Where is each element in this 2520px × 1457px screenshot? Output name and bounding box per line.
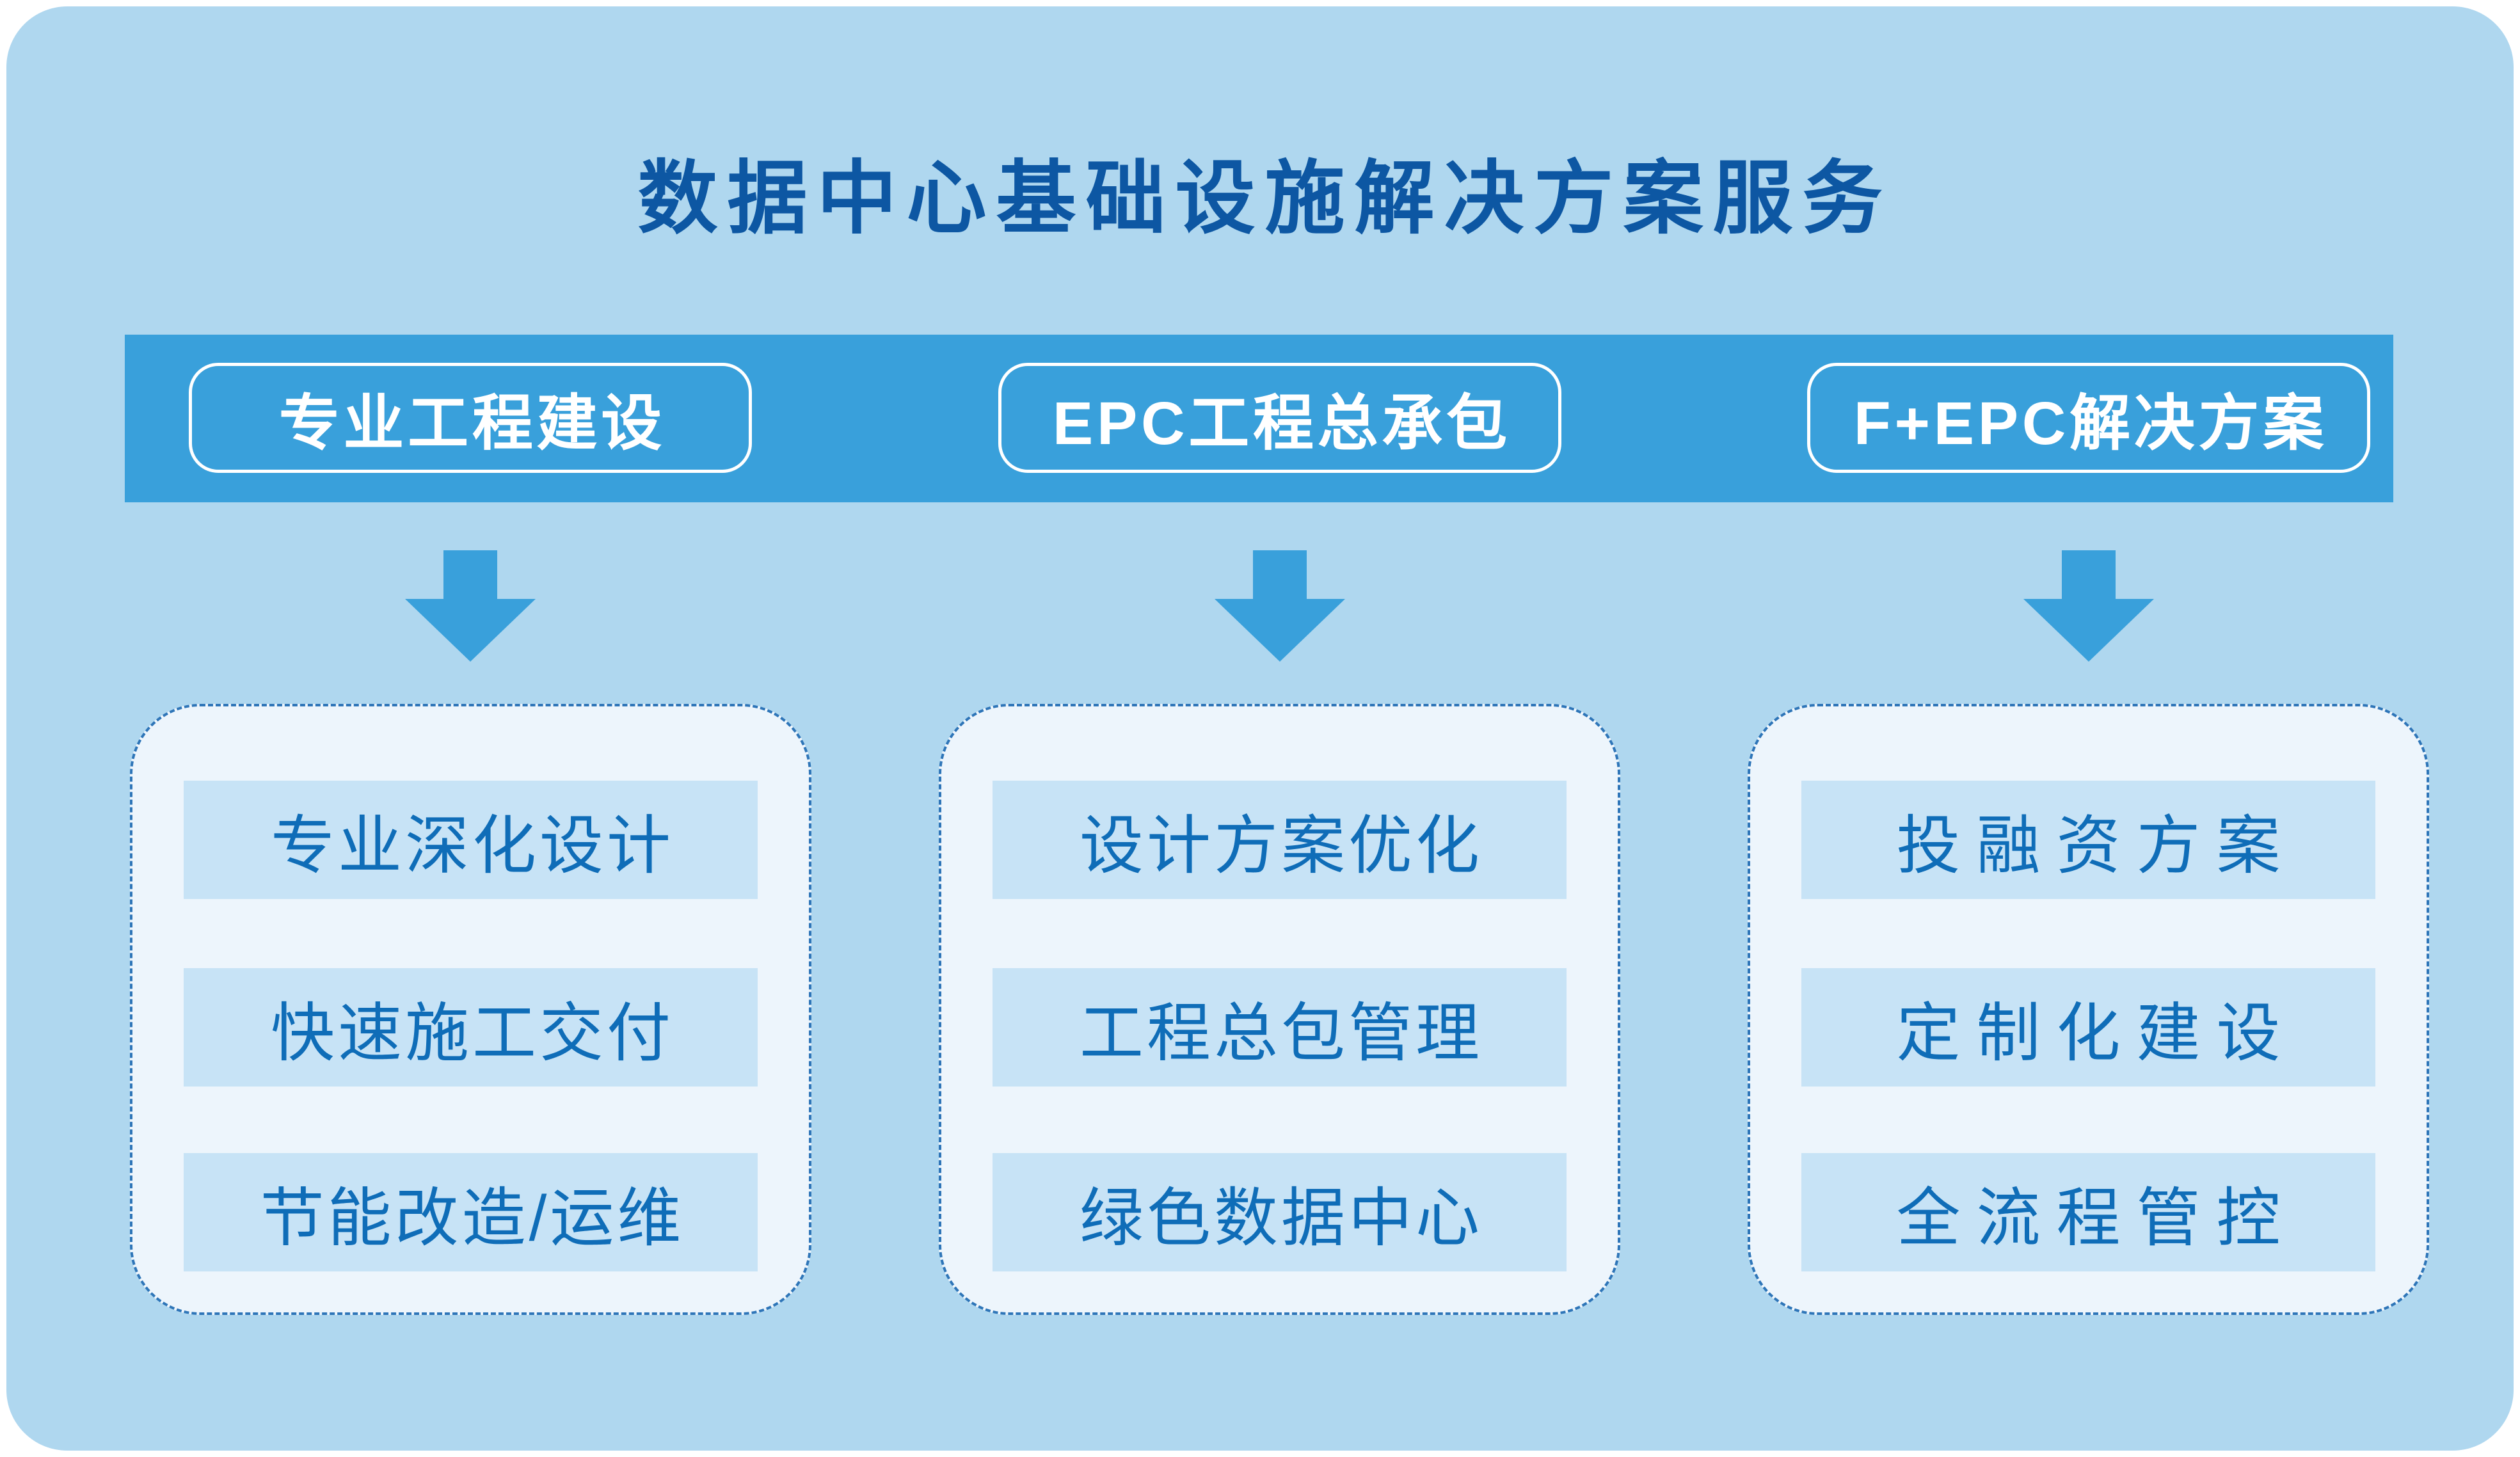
page-title-text: 数据中心基础设施解决方案服务 xyxy=(637,154,1892,243)
down-arrow-icon xyxy=(2023,550,2154,662)
list-item-label: 设计方案优化 xyxy=(1080,810,1483,882)
tab-label: EPC工程总承包 xyxy=(1052,389,1511,458)
list-item-label: 快速施工交付 xyxy=(271,998,674,1069)
list-item: 工程总包管理 xyxy=(993,968,1567,1087)
list-item: 快速施工交付 xyxy=(184,968,758,1087)
tab-professional-engineering: 专业工程建设 xyxy=(189,363,752,473)
panel-f-epc-solution: 投融资方案 定制化建设 全流程管控 xyxy=(1748,704,2429,1315)
tab-f-epc-solution: F+EPC解决方案 xyxy=(1807,363,2370,473)
tab-label: 专业工程建设 xyxy=(278,389,666,458)
list-item-label: 节能改造/运维 xyxy=(260,1182,685,1254)
list-item-label: 全流程管控 xyxy=(1896,1182,2297,1254)
down-arrow-icon xyxy=(1215,550,1345,662)
list-item-label: 投融资方案 xyxy=(1896,810,2297,882)
tab-label: F+EPC解决方案 xyxy=(1853,389,2327,458)
category-banner xyxy=(125,335,2393,502)
panel-epc-general-contracting: 设计方案优化 工程总包管理 绿色数据中心 xyxy=(939,704,1620,1315)
list-item: 定制化建设 xyxy=(1801,968,2375,1087)
list-item: 绿色数据中心 xyxy=(993,1153,1567,1271)
list-item-label: 绿色数据中心 xyxy=(1080,1182,1483,1254)
list-item: 全流程管控 xyxy=(1801,1153,2375,1271)
list-item-label: 定制化建设 xyxy=(1896,998,2297,1069)
list-item: 专业深化设计 xyxy=(184,781,758,899)
list-item-label: 工程总包管理 xyxy=(1080,998,1483,1069)
page-title: 数据中心基础设施解决方案服务 xyxy=(0,157,2520,241)
list-item-label: 专业深化设计 xyxy=(271,810,674,882)
down-arrow-icon xyxy=(405,550,536,662)
list-item: 设计方案优化 xyxy=(993,781,1567,899)
list-item: 投融资方案 xyxy=(1801,781,2375,899)
list-item: 节能改造/运维 xyxy=(184,1153,758,1271)
tab-epc-general-contracting: EPC工程总承包 xyxy=(998,363,1561,473)
panel-professional-engineering: 专业深化设计 快速施工交付 节能改造/运维 xyxy=(130,704,811,1315)
